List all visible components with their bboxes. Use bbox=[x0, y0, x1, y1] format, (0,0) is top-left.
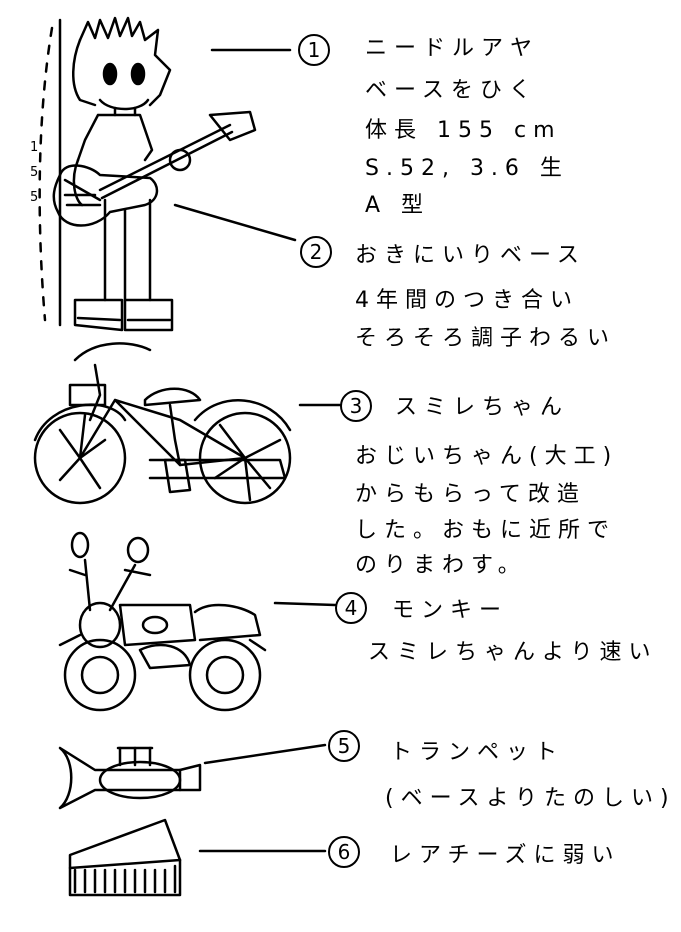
item-3-line: スミレちゃん bbox=[395, 395, 570, 420]
item-number-1: 1 bbox=[298, 34, 330, 66]
item-3-line: した。おもに近所で bbox=[355, 518, 617, 543]
item-3-line: のりまわす。 bbox=[355, 553, 527, 578]
item-number-4: 4 bbox=[335, 592, 367, 624]
item-5-line: トランペット bbox=[390, 740, 565, 765]
item-4-line: スミレちゃんより速い bbox=[368, 640, 658, 665]
height-digit: 5 bbox=[30, 190, 39, 205]
height-bracket bbox=[38, 18, 62, 327]
item-4-line: モンキー bbox=[392, 598, 509, 623]
height-digit: 1 bbox=[30, 140, 39, 155]
trumpet-drawing bbox=[58, 746, 202, 810]
item-number-6: 6 bbox=[328, 836, 360, 868]
item-6-line: レアチーズに弱い bbox=[390, 843, 621, 868]
item-number-3: 3 bbox=[340, 390, 372, 422]
item-1-line: ニードルアヤ bbox=[365, 36, 540, 61]
item-2-line: 4年間のつき合い bbox=[355, 288, 579, 313]
girl-with-bass-drawing bbox=[52, 16, 257, 332]
item-1-line: 体長 155 cm bbox=[365, 118, 562, 143]
item-3-line: おじいちゃん(大工) bbox=[355, 444, 619, 469]
item-3-line: からもらって改造 bbox=[355, 482, 586, 507]
item-2-line: そろそろ調子わるい bbox=[355, 326, 617, 351]
item-number-5: 5 bbox=[328, 730, 360, 762]
height-digit: 5 bbox=[30, 165, 39, 180]
leader-lines bbox=[173, 48, 342, 853]
item-1-line: A 型 bbox=[365, 193, 431, 218]
cheesecake-drawing bbox=[68, 818, 182, 897]
bicycle-drawing bbox=[33, 342, 292, 505]
monkey-motorbike-drawing bbox=[58, 531, 267, 712]
item-1-line: S.52, 3.6 生 bbox=[365, 156, 569, 181]
item-2-line: おきにいりベース bbox=[355, 243, 586, 268]
item-number-2: 2 bbox=[300, 236, 332, 268]
item-1-line: ベースをひく bbox=[365, 78, 538, 103]
item-5-line: (ベースよりたのしい) bbox=[385, 786, 676, 811]
